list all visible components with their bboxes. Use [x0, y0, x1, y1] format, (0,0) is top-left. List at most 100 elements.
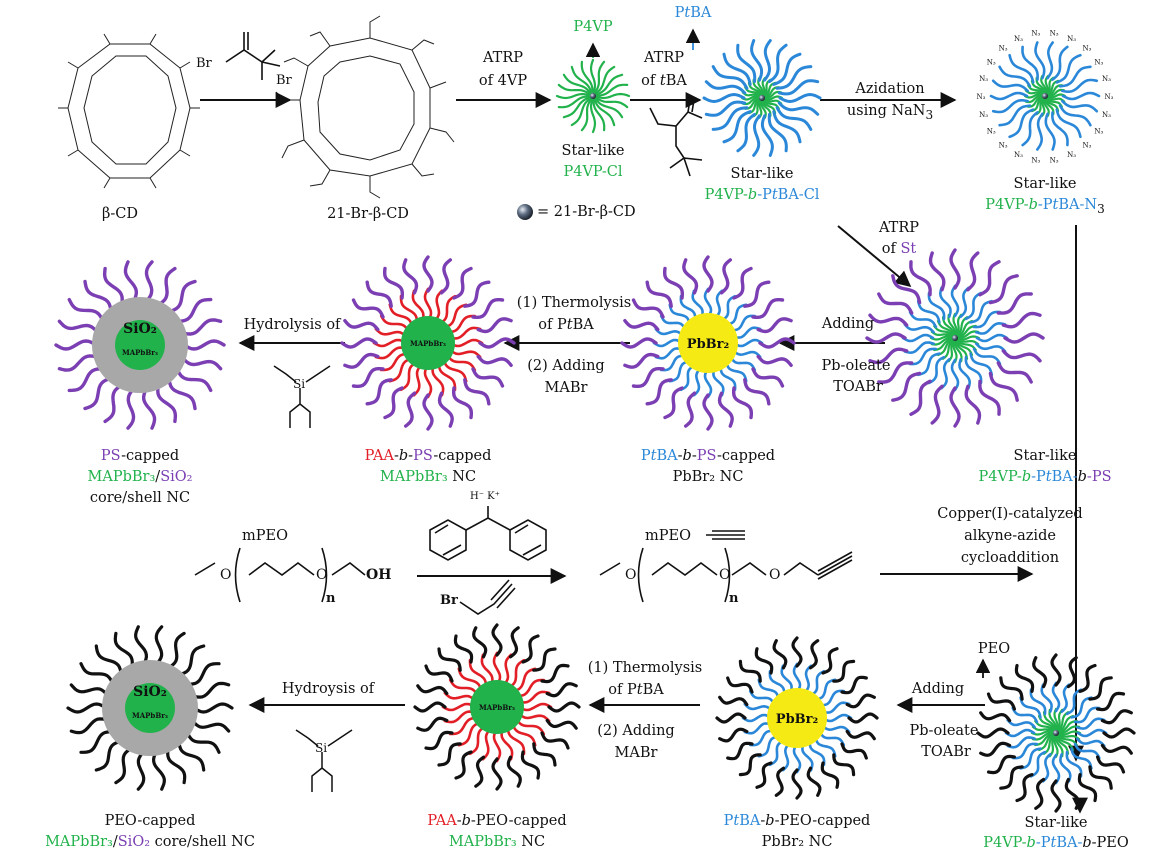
- svg-text:N₃: N₃: [1082, 45, 1091, 53]
- nc-pbbr2-ptba-ps: PbBr₂: [620, 255, 796, 431]
- nc3-name-line2: PbBr₂ NC: [672, 469, 744, 485]
- o-atom-5: O: [769, 567, 781, 583]
- star-p4vp-ptba-cl: [702, 39, 822, 157]
- svg-text:N₃: N₃: [1067, 35, 1076, 43]
- svg-text:N₃: N₃: [977, 93, 986, 101]
- nc-pbbr2-ptba-peo: PbBr₂: [715, 636, 879, 800]
- nc2-name-line2: MAPbBr₃ NC: [379, 469, 477, 485]
- svg-text:PbBr₂: PbBr₂: [776, 712, 818, 727]
- n-subscript-left: n: [326, 591, 336, 606]
- adding-mabr-line1-r4: (2) Adding: [597, 723, 675, 739]
- adding-mabr-line2-r4: MABr: [614, 745, 658, 761]
- o-atom-1: O: [220, 567, 232, 583]
- hk-label: H⁻ K⁺: [470, 491, 500, 502]
- nc1-name-line1: PS-capped: [100, 448, 180, 464]
- n-subscript-right: n: [729, 591, 739, 606]
- tba-monomer: [649, 99, 703, 177]
- thermolysis-line2-r2: of PtBA: [538, 317, 594, 333]
- o-atom-2: O: [316, 567, 328, 583]
- star3-name: P4VP-b-PtBA-N3: [985, 197, 1105, 216]
- adding-mabr-line2-r2: MABr: [544, 380, 588, 396]
- core-legend-ball: [517, 204, 533, 220]
- svg-text:N₃: N₃: [1094, 58, 1103, 66]
- nc3-name-line1: PtBA-b-PS-capped: [640, 448, 776, 464]
- mpeo-label-left: mPEO: [242, 528, 288, 544]
- svg-text:MAPbBr₃: MAPbBr₃: [479, 703, 515, 712]
- thermolysis-line1-r4: (1) Thermolysis: [587, 660, 703, 676]
- mpeo-alkyne-structure: [599, 547, 853, 603]
- svg-text:N₃: N₃: [979, 75, 988, 83]
- svg-text:N₃: N₃: [999, 45, 1008, 53]
- arrows: [200, 92, 1088, 814]
- svg-text:N₃: N₃: [1050, 30, 1059, 38]
- star1-starlike: Star-like: [561, 143, 625, 159]
- nc5-name-line1: PAA-b-PEO-capped: [427, 813, 567, 829]
- silicate-structure-top: [273, 365, 331, 428]
- svg-text:N₃: N₃: [979, 111, 988, 119]
- nc1-name-line2: MAPbBr₃/SiO₂: [87, 469, 193, 485]
- o-atom-3: O: [625, 567, 637, 583]
- nc-mapbbr3-paa-peo: MAPbBr₃: [413, 623, 581, 791]
- mpeo-oh-structure: [194, 547, 366, 603]
- atrp-4vp-line1: ATRP: [482, 50, 524, 66]
- adding-label-r4: Adding: [911, 681, 965, 697]
- o-atom-4: O: [719, 567, 731, 583]
- svg-text:SiO₂: SiO₂: [123, 321, 157, 337]
- star-p4vp-ptba-peo: [976, 653, 1136, 813]
- br-atom-2: Br: [276, 73, 292, 88]
- si-atom-r4: Si: [315, 741, 328, 755]
- beta-cd-structure: [58, 33, 200, 189]
- svg-text:N₃: N₃: [1094, 128, 1103, 136]
- br-propargyl: Br: [440, 593, 458, 608]
- nc4-name-line1: PEO-capped: [104, 813, 196, 829]
- peo-arm-label: PEO: [977, 641, 1011, 657]
- svg-text:MAPbBr₃: MAPbBr₃: [410, 339, 446, 348]
- star4-name: P4VP-b-PtBA-b-PS: [978, 469, 1112, 485]
- p4vp-arm-label: P4VP: [573, 19, 613, 35]
- svg-text:N₃: N₃: [1105, 93, 1114, 101]
- star-p4vp-ptba-ps: [865, 248, 1045, 428]
- svg-text:N₃: N₃: [1067, 151, 1076, 159]
- mpeo-label-right: mPEO: [645, 528, 691, 544]
- svg-text:N₃: N₃: [1014, 35, 1023, 43]
- adding-label-r2: Adding: [821, 316, 875, 332]
- diphenylmethyl-reagent: [429, 506, 547, 561]
- star5-name: P4VP-b-PtBA-b-PEO: [983, 835, 1129, 851]
- core-legend-text: = 21-Br-β-CD: [537, 204, 636, 220]
- nc6-name-line1: PtBA-b-PEO-capped: [723, 813, 871, 829]
- toabr-label-r4: TOABr: [921, 744, 971, 760]
- atrp-st-line1: ATRP: [878, 220, 920, 236]
- atrp-4vp-line2: of 4VP: [478, 73, 528, 89]
- star3-starlike: Star-like: [1013, 176, 1077, 192]
- si-atom-r2: Si: [293, 377, 306, 391]
- click-line2: alkyne-azide: [964, 528, 1056, 544]
- beta-cd-label: β-CD: [101, 206, 139, 222]
- br-atom-1: Br: [196, 56, 212, 71]
- svg-text:SiO₂: SiO₂: [133, 684, 167, 700]
- atrp-st-line2: of St: [881, 241, 917, 257]
- svg-text:N₃: N₃: [1082, 141, 1091, 149]
- adding-mabr-line1-r2: (2) Adding: [527, 358, 605, 374]
- thermolysis-line2-r4: of PtBA: [608, 682, 664, 698]
- star4-starlike: Star-like: [1013, 448, 1077, 464]
- toabr-label-r2: TOABr: [833, 379, 883, 395]
- svg-text:N₃: N₃: [987, 58, 996, 66]
- oh-group: OH: [366, 567, 392, 583]
- thermolysis-line1-r2: (1) Thermolysis: [516, 295, 632, 311]
- svg-text:N₃: N₃: [1014, 151, 1023, 159]
- atrp-tba-line1: ATRP: [643, 50, 685, 66]
- azidation-line2: using NaN3: [846, 103, 934, 122]
- nc1-name-line3: core/shell NC: [89, 490, 191, 506]
- click-line3: cycloaddition: [960, 550, 1060, 566]
- star2-name: P4VP-b-PtBA-Cl: [704, 187, 820, 203]
- svg-text:N₃: N₃: [1102, 111, 1111, 119]
- nc4-name-line2: MAPbBr₃/SiO₂ core/shell NC: [45, 834, 255, 850]
- nc6-name-line2: PbBr₂ NC: [761, 834, 833, 850]
- click-line1: Copper(I)-catalyzed: [937, 506, 1083, 522]
- br-beta-cd-label: 21-Br-β-CD: [327, 206, 409, 222]
- svg-text:N₃: N₃: [1031, 156, 1040, 164]
- pboleate-label-r2: Pb-oleate: [821, 358, 891, 374]
- svg-text:N₃: N₃: [999, 141, 1008, 149]
- star1-name: P4VP-Cl: [563, 164, 623, 180]
